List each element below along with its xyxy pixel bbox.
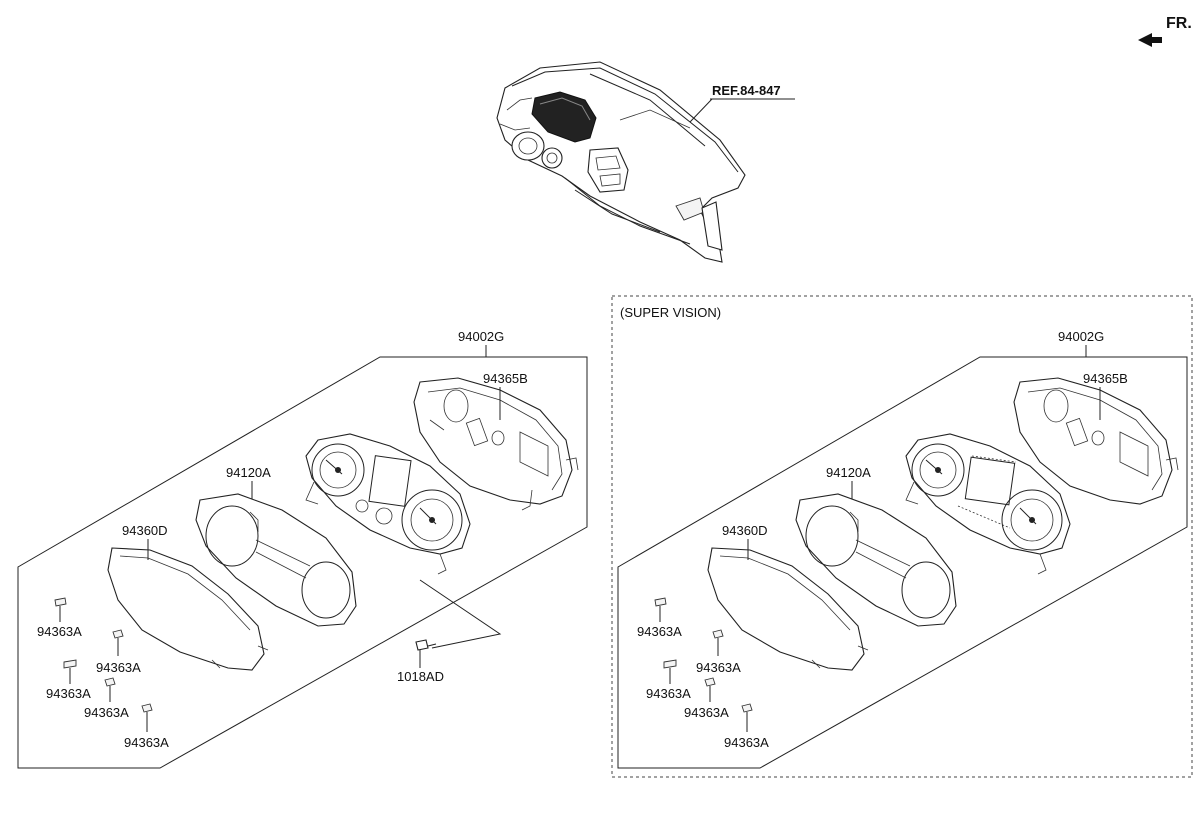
- front-direction-indicator: FR.: [1138, 15, 1192, 47]
- front-arrow-icon: [1138, 33, 1162, 47]
- lens-label-left: 94360D: [122, 523, 168, 538]
- clip-label-left-5: 94363A: [124, 735, 169, 750]
- clip-part-right-3: [663, 659, 677, 684]
- super-vision-cluster-group: (SUPER VISION) 94002G 94365B: [611, 295, 1193, 778]
- clip-part-right-5: [741, 703, 753, 732]
- housing-label-right: 94365B: [1083, 371, 1128, 386]
- clip-part-left-2: [112, 629, 124, 656]
- gauge-board-part: [305, 433, 471, 575]
- dashboard-overview: [496, 61, 746, 263]
- gauge-board-part-right: [905, 433, 1071, 575]
- lens-label-right: 94360D: [722, 523, 768, 538]
- reference-label: REF.84-847: [712, 83, 781, 98]
- assembly-label-left: 94002G: [458, 329, 504, 344]
- clip-part-left-5: [141, 703, 153, 732]
- gauge-label-left: 94120A: [226, 465, 271, 480]
- bezel-frame-part-right: [795, 493, 957, 627]
- rear-housing-part-right: [1013, 377, 1179, 505]
- clip-part-left-4: [104, 677, 116, 702]
- gauge-label-right: 94120A: [826, 465, 871, 480]
- clip-label-left-1: 94363A: [37, 624, 82, 639]
- rear-housing-part: [413, 377, 579, 511]
- clip-label-left-3: 94363A: [46, 686, 91, 701]
- reference-callout: REF.84-847: [689, 83, 795, 123]
- clip-label-right-3: 94363A: [646, 686, 691, 701]
- clip-part-left-3: [63, 659, 77, 684]
- clip-label-right-4: 94363A: [684, 705, 729, 720]
- lens-window-part: [107, 547, 269, 671]
- bezel-frame-part: [195, 493, 357, 627]
- clip-label-right-1: 94363A: [637, 624, 682, 639]
- housing-label-left: 94365B: [483, 371, 528, 386]
- clip-part-left-1: [54, 597, 67, 622]
- clip-label-right-2: 94363A: [696, 660, 741, 675]
- clip-part-right-2: [712, 629, 724, 656]
- screw-label-left: 1018AD: [397, 669, 444, 684]
- clip-label-left-2: 94363A: [96, 660, 141, 675]
- standard-cluster-group: 94002G 94365B: [17, 329, 588, 769]
- clip-label-right-5: 94363A: [724, 735, 769, 750]
- clip-part-right-1: [654, 597, 667, 622]
- assembly-label-right: 94002G: [1058, 329, 1104, 344]
- clip-label-left-4: 94363A: [84, 705, 129, 720]
- screw-part: [415, 579, 502, 651]
- front-label: FR.: [1166, 15, 1192, 32]
- variant-label: (SUPER VISION): [620, 305, 721, 320]
- clip-part-right-4: [704, 677, 716, 702]
- lens-window-part-right: [707, 547, 869, 671]
